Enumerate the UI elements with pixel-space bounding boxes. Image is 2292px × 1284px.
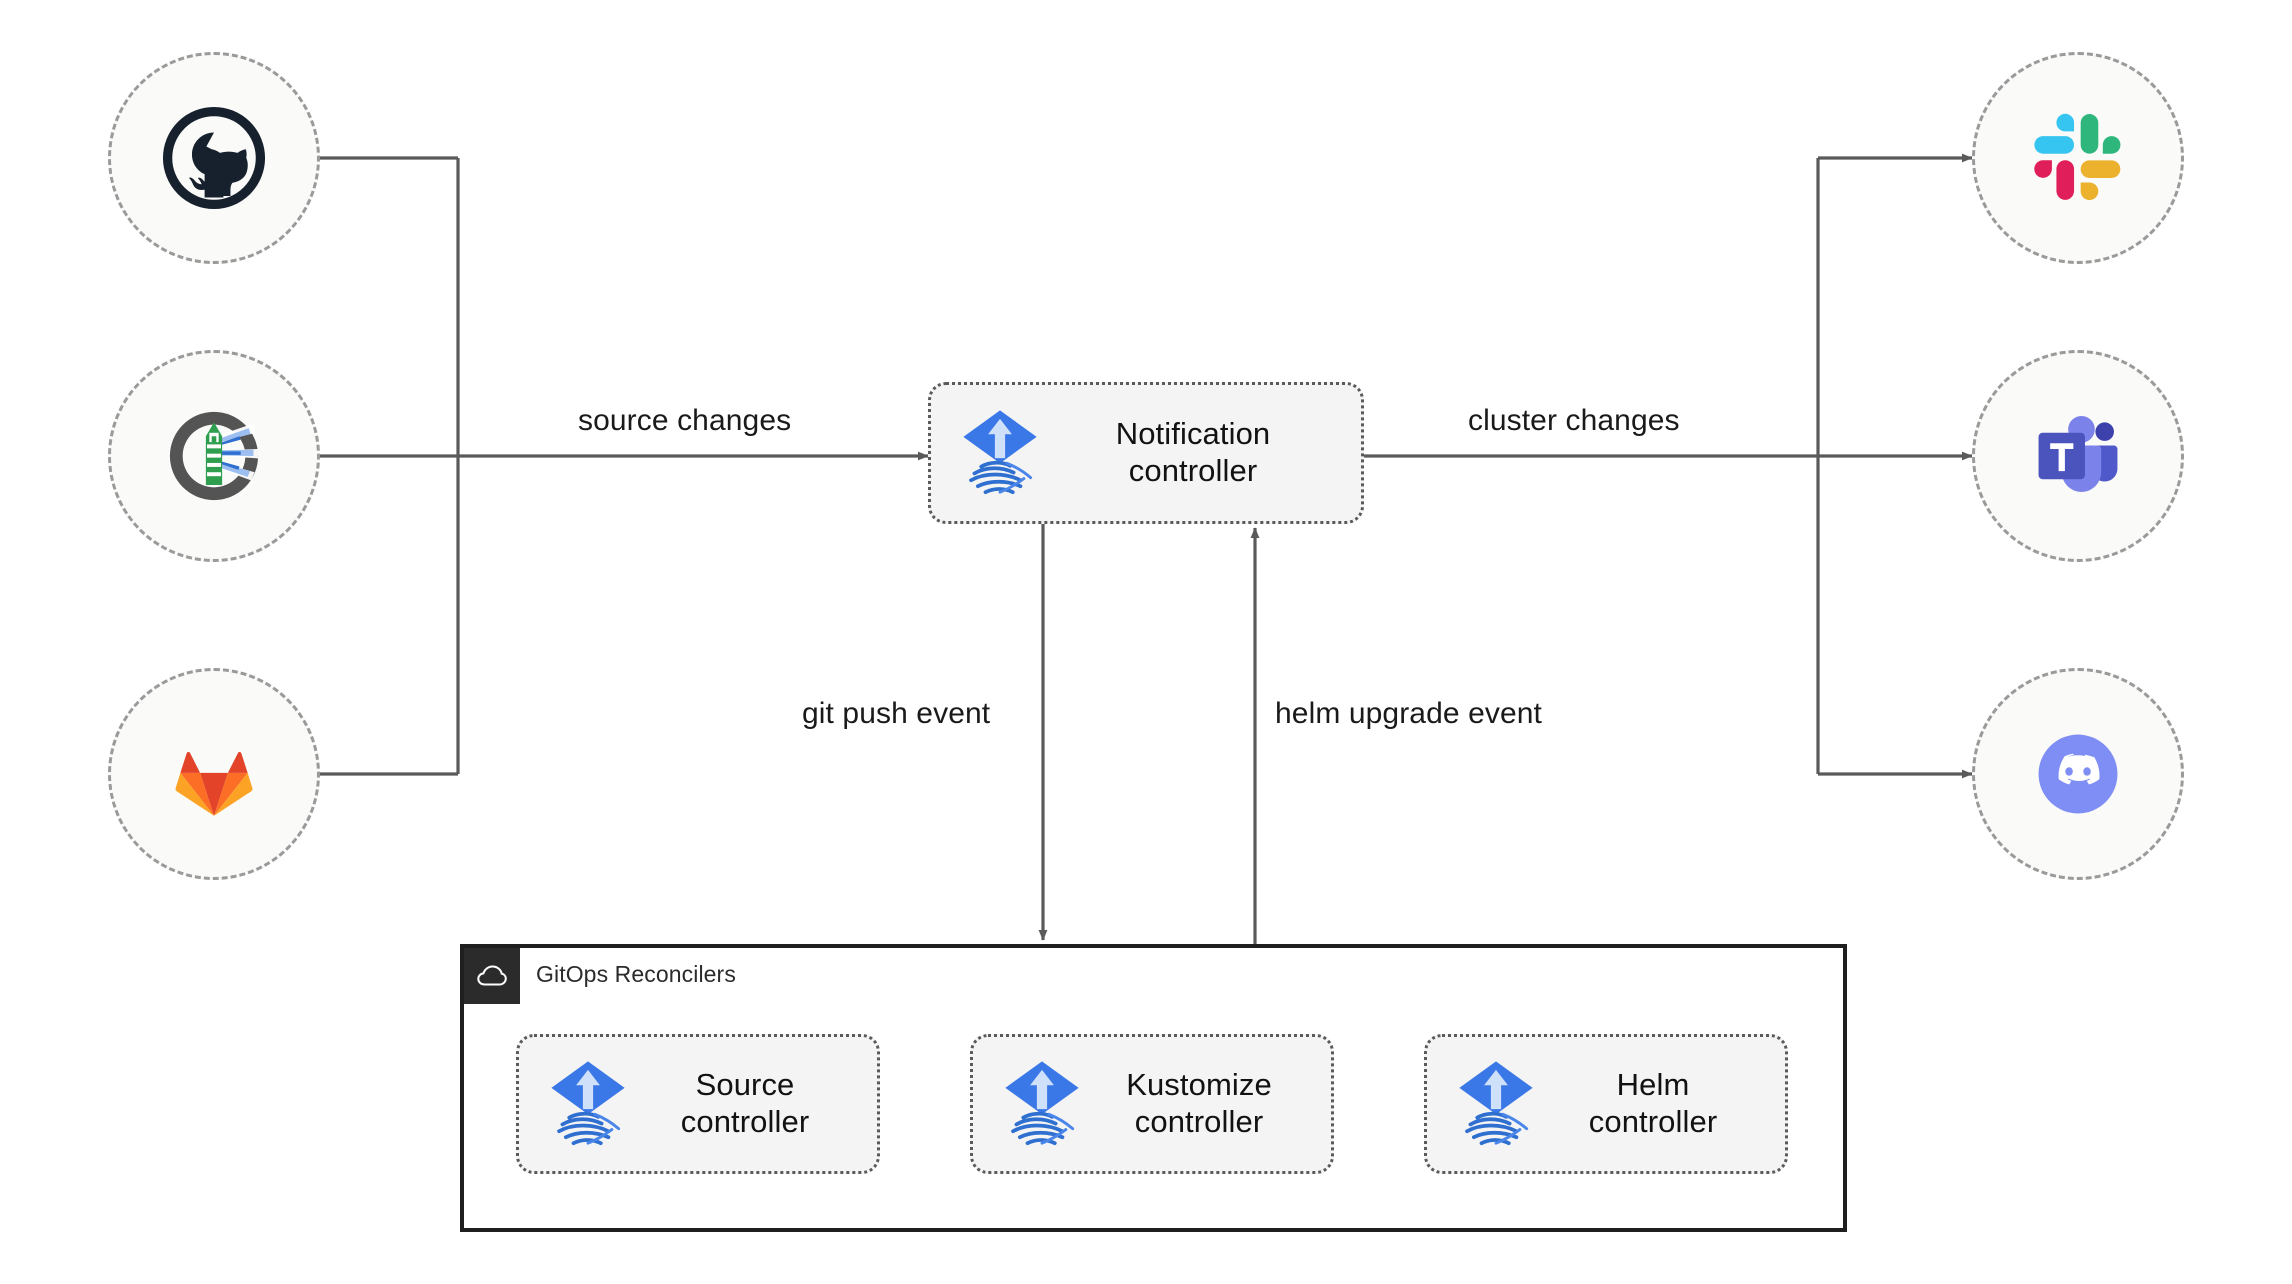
discord-icon [2038, 734, 2118, 814]
flux-lighthouse-icon [169, 411, 259, 501]
cloud-icon [477, 965, 507, 986]
microsoft-teams-icon [2038, 415, 2118, 492]
gitops-reconcilers-title: GitOps Reconcilers [536, 961, 736, 987]
github-icon [162, 106, 266, 210]
kustomize-controller-box[interactable]: Kustomize controller [970, 1034, 1334, 1174]
destination-node-teams[interactable] [1972, 350, 2184, 562]
kustomize-controller-label: Kustomize controller [1126, 1067, 1272, 1139]
flux-logo-icon [963, 410, 1037, 495]
notification-controller-box[interactable]: Notification controller [928, 382, 1364, 524]
notification-controller-label: Notification controller [1115, 416, 1271, 488]
edge-label-cluster-changes: cluster changes [1468, 404, 1680, 437]
source-node-github[interactable] [108, 52, 320, 264]
helm-controller-box[interactable]: Helm controller [1424, 1034, 1788, 1174]
gitops-tab-badge [464, 948, 520, 1004]
gitlab-icon [175, 751, 253, 816]
flux-logo-icon [1005, 1061, 1079, 1146]
helm-controller-label: Helm controller [1588, 1067, 1718, 1139]
edge-label-git-push-event: git push event [802, 697, 991, 730]
edge-label-source-changes: source changes [578, 404, 792, 437]
flux-logo-icon [551, 1061, 625, 1146]
destination-node-discord[interactable] [1972, 668, 2184, 880]
slack-icon [2034, 113, 2121, 201]
source-node-flux[interactable] [108, 350, 320, 562]
source-node-gitlab[interactable] [108, 668, 320, 880]
source-controller-box[interactable]: Source controller [516, 1034, 880, 1174]
flux-logo-icon [1459, 1061, 1533, 1146]
source-controller-label: Source controller [680, 1067, 810, 1139]
destination-node-slack[interactable] [1972, 52, 2184, 264]
edge-label-helm-upgrade-event: helm upgrade event [1275, 697, 1542, 730]
